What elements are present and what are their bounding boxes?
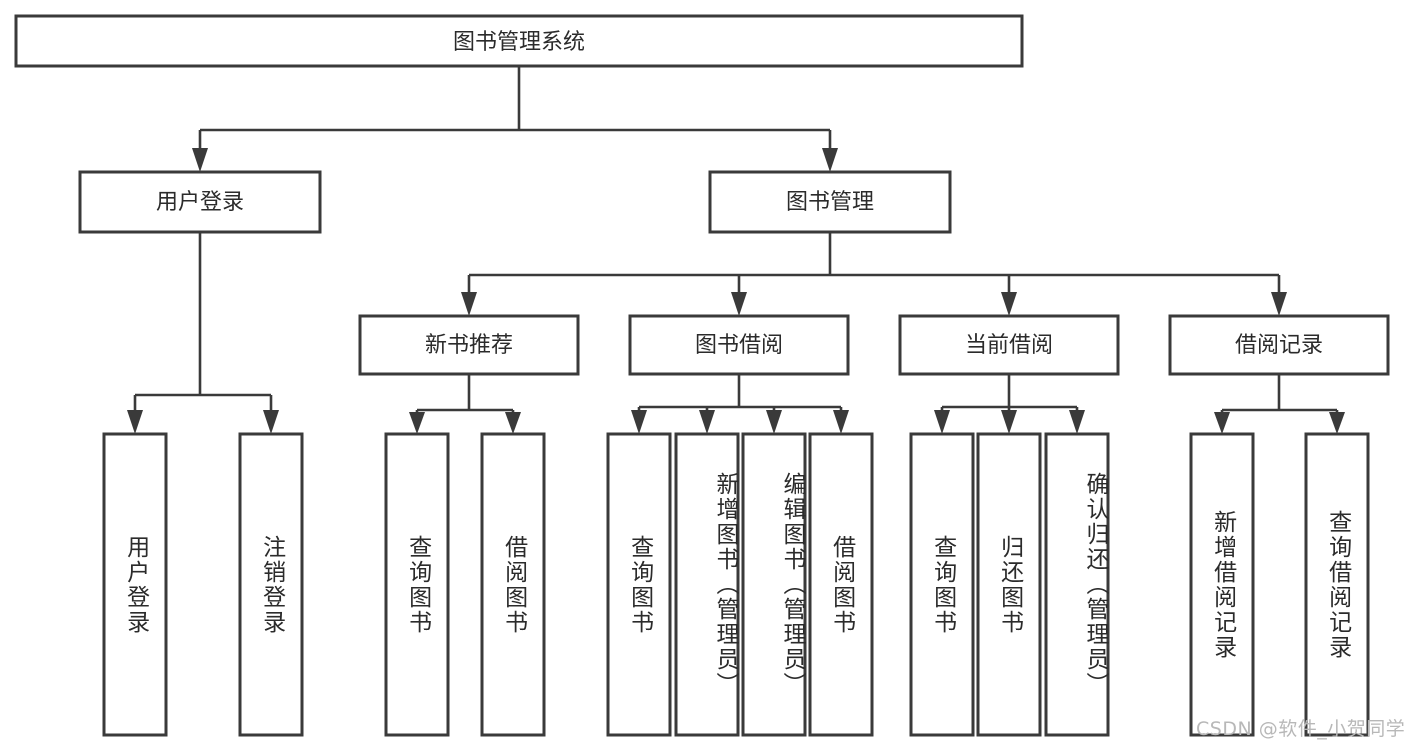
node-box-leaf-query-book-2[interactable] <box>606 432 672 737</box>
node-box-leaf-query-book-3[interactable] <box>909 432 975 737</box>
node-box-current-borrow[interactable] <box>898 314 1120 376</box>
arrow-head-new-book-rec <box>461 292 477 316</box>
arrow-head-leaf-query-record <box>1329 412 1345 434</box>
connector-group-new-book-rec-to-leaves <box>409 374 521 434</box>
connector-group-user-login-to-leaves <box>127 232 279 434</box>
node-box-leaf-add-book[interactable] <box>674 432 740 737</box>
connector-group-book-manage-to-level3 <box>461 232 1287 316</box>
node-label-borrow-record: 借阅记录 <box>1235 333 1323 358</box>
arrow-head-leaf-edit-book <box>766 410 782 434</box>
node-label-current-borrow: 当前借阅 <box>965 333 1053 358</box>
node-box-borrow-record[interactable] <box>1168 314 1390 376</box>
arrow-head-leaf-logout <box>263 410 279 434</box>
arrow-head-book-borrow <box>731 292 747 316</box>
node-box-book-borrow[interactable] <box>628 314 850 376</box>
arrow-head-leaf-query-book-3 <box>934 410 950 434</box>
arrow-head-leaf-borrow-book-2 <box>833 410 849 434</box>
watermark-text: CSDN @软件_小贺同学 <box>1196 718 1405 740</box>
arrow-head-leaf-borrow-book-1 <box>505 412 521 434</box>
arrow-head-book-manage <box>822 148 838 172</box>
connector-group-borrow-record-to-leaves <box>1214 374 1345 434</box>
arrow-head-leaf-return-book <box>1001 410 1017 434</box>
node-label-new-book-rec: 新书推荐 <box>425 333 513 358</box>
node-box-leaf-return-book[interactable] <box>976 432 1042 737</box>
node-label-user-login: 用户登录 <box>156 190 244 215</box>
node-box-leaf-borrow-book-2[interactable] <box>808 432 874 737</box>
arrow-head-leaf-add-record <box>1214 412 1230 434</box>
node-box-book-manage[interactable] <box>708 170 952 234</box>
arrow-head-leaf-add-book <box>699 410 715 434</box>
node-label-book-borrow: 图书借阅 <box>695 333 783 358</box>
node-box-leaf-confirm-return[interactable] <box>1044 432 1110 737</box>
connector-group-book-borrow-to-leaves <box>631 374 849 434</box>
node-box-new-book-rec[interactable] <box>358 314 580 376</box>
node-box-leaf-add-record[interactable] <box>1189 432 1255 737</box>
node-label-book-manage: 图书管理 <box>786 190 874 215</box>
connector-group-root-to-level2 <box>192 66 838 172</box>
node-box-leaf-query-book-1[interactable] <box>384 432 450 737</box>
arrow-head-current-borrow <box>1001 292 1017 316</box>
node-box-root[interactable] <box>14 14 1024 68</box>
node-box-leaf-edit-book[interactable] <box>741 432 807 737</box>
node-box-user-login[interactable] <box>78 170 322 234</box>
node-label-root: 图书管理系统 <box>453 30 585 55</box>
arrow-head-leaf-user-login <box>127 410 143 434</box>
arrow-head-leaf-query-book-2 <box>631 410 647 434</box>
arrow-head-leaf-confirm-return <box>1069 410 1085 434</box>
node-box-leaf-query-record[interactable] <box>1304 432 1370 737</box>
node-box-leaf-logout[interactable] <box>238 432 304 737</box>
arrow-head-borrow-record <box>1271 292 1287 316</box>
arrow-head-user-login <box>192 148 208 172</box>
connector-group-current-borrow-to-leaves <box>934 374 1085 434</box>
node-box-leaf-borrow-book-1[interactable] <box>480 432 546 737</box>
arrow-head-leaf-query-book-1 <box>409 412 425 434</box>
node-box-leaf-user-login[interactable] <box>102 432 168 737</box>
